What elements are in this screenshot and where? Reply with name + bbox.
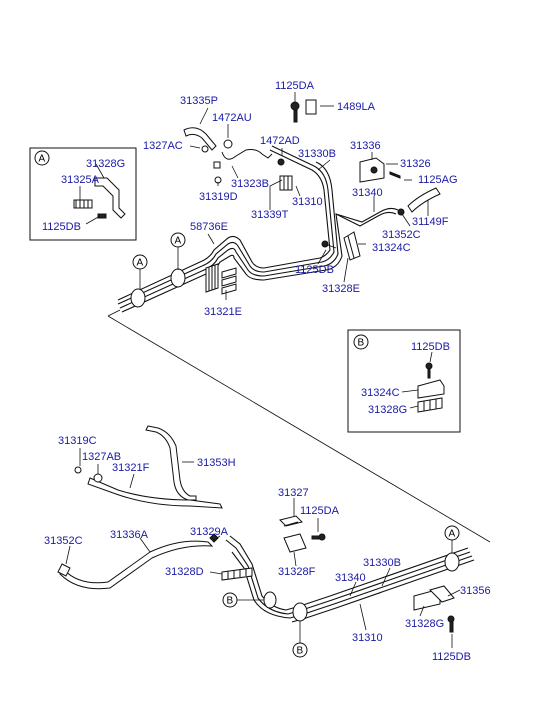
label-1125DB-box-b: 1125DB — [411, 341, 450, 353]
label-31326: 31326 — [400, 158, 431, 170]
part-labels: 31335P 1472AU 1327AC 31323B 31319D 1125D… — [42, 80, 491, 663]
callout-b-box — [353, 334, 369, 350]
detail-box-b — [347, 329, 461, 433]
label-31330B-lower: 31330B — [363, 557, 401, 569]
label-31336: 31336 — [350, 140, 381, 152]
label-1472AU: 1472AU — [212, 112, 252, 124]
upper-right-parts — [321, 157, 441, 261]
label-31353H: 31353H — [197, 457, 236, 469]
label-31319D: 31319D — [199, 191, 238, 203]
label-31328F: 31328F — [278, 566, 316, 578]
label-31328G-box-b: 31328G — [368, 404, 407, 416]
callout-a-lower-label: A — [449, 529, 456, 540]
label-31352C-upper: 31352C — [382, 229, 421, 241]
label-31340-upper: 31340 — [352, 187, 383, 199]
lower-pipe-bundle — [225, 535, 475, 623]
label-31324C-box-b: 31324C — [361, 387, 400, 399]
upper-pipe-bundle — [117, 145, 399, 313]
callout-a-box-label: A — [39, 154, 46, 165]
callout-a-upper-2-label: A — [175, 236, 182, 247]
label-1472AD: 1472AD — [260, 135, 300, 147]
label-31310-lower: 31310 — [352, 632, 383, 644]
callout-a-upper-1-label: A — [137, 258, 144, 269]
label-31352C-lower: 31352C — [44, 535, 83, 547]
grommet-upper-left — [130, 288, 146, 308]
label-31323B: 31323B — [231, 178, 269, 190]
label-31328G-box-a: 31328G — [86, 158, 125, 170]
callout-a-box — [34, 150, 50, 166]
callout-b-lower-2-label: B — [297, 646, 304, 657]
callout-b-lower-1-label: B — [227, 596, 234, 607]
label-31310-upper: 31310 — [292, 196, 323, 208]
label-31321E: 31321E — [204, 306, 242, 318]
label-1327AB: 1327AB — [82, 451, 121, 463]
label-31321F: 31321F — [112, 462, 150, 474]
grommet-upper-right — [170, 268, 186, 288]
label-31330B-upper: 31330B — [298, 148, 336, 160]
label-1125AG: 1125AG — [418, 174, 458, 186]
lower-clips — [209, 515, 455, 633]
label-31149F: 31149F — [412, 216, 449, 228]
upper-hose-31335P — [183, 127, 217, 151]
grommet-lower-mid — [292, 602, 308, 622]
grommet-lower-right — [444, 552, 460, 572]
label-31339T: 31339T — [251, 209, 289, 221]
label-31356: 31356 — [460, 585, 491, 597]
label-1125DA-upper: 1125DA — [275, 80, 315, 92]
detail-a-clips — [73, 177, 126, 219]
label-31328E: 31328E — [322, 283, 360, 295]
label-1489LA: 1489LA — [337, 101, 376, 113]
label-1125DB-box-a: 1125DB — [42, 221, 81, 233]
detail-box-a — [29, 147, 137, 241]
label-31327: 31327 — [278, 487, 309, 499]
detail-b-clips — [417, 362, 445, 413]
callout-b-box-label: B — [358, 338, 365, 349]
label-1125DB-lower: 1125DB — [432, 651, 471, 663]
label-31324C-upper: 31324C — [372, 242, 411, 254]
label-1327AC: 1327AC — [143, 140, 183, 152]
label-31340-lower: 31340 — [335, 572, 366, 584]
upper-clamp-31321E — [205, 263, 237, 295]
upper-fittings — [201, 99, 317, 191]
label-31336A: 31336A — [110, 529, 149, 541]
label-1125DB-upper: 1125DB — [295, 264, 334, 276]
label-31325A: 31325A — [61, 174, 100, 186]
lower-hoses — [57, 425, 223, 590]
grommet-lower-left — [263, 591, 277, 609]
label-58736E: 58736E — [190, 221, 228, 233]
label-31328D: 31328D — [165, 566, 204, 578]
label-1125DA-lower: 1125DA — [300, 505, 340, 517]
label-31328G-lower: 31328G — [405, 618, 444, 630]
label-31335P: 31335P — [180, 95, 218, 107]
label-31319C: 31319C — [58, 435, 97, 447]
label-31329A: 31329A — [190, 526, 229, 538]
